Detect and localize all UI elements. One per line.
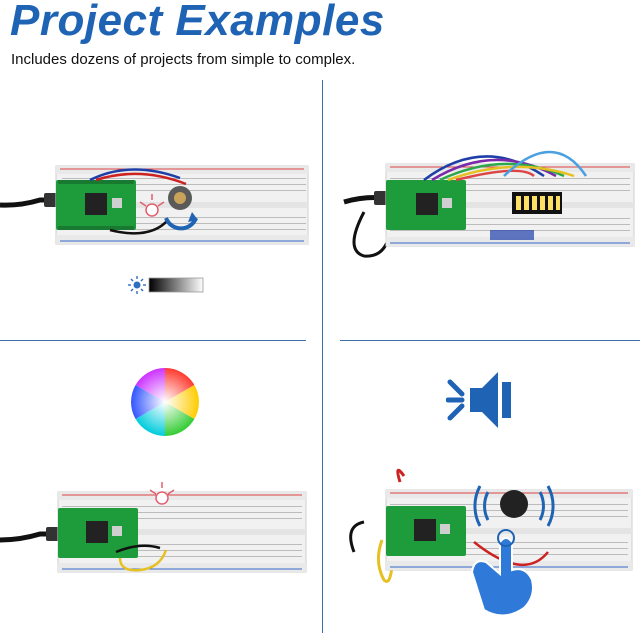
- project-panel-buzzer: [324, 342, 640, 633]
- project-panel-rgb: [0, 342, 320, 633]
- breadboard-illustration: [0, 482, 307, 573]
- page-subtitle: Includes dozens of projects from simple …: [11, 51, 356, 68]
- breadboard-illustration: [0, 165, 309, 245]
- breadboard-illustration: [343, 150, 635, 258]
- brightness-gradient-icon: [128, 276, 204, 294]
- page-title: Project Examples: [10, 0, 385, 45]
- divider-horizontal-right: [340, 340, 640, 341]
- breadboard-illustration: [349, 468, 633, 617]
- project-panel-led-bar: [324, 80, 640, 338]
- color-wheel-icon: [131, 368, 199, 436]
- divider-vertical: [322, 80, 323, 633]
- project-panel-potentiometer: [0, 80, 320, 338]
- divider-horizontal-left: [0, 340, 306, 341]
- speaker-sound-icon: [446, 372, 511, 428]
